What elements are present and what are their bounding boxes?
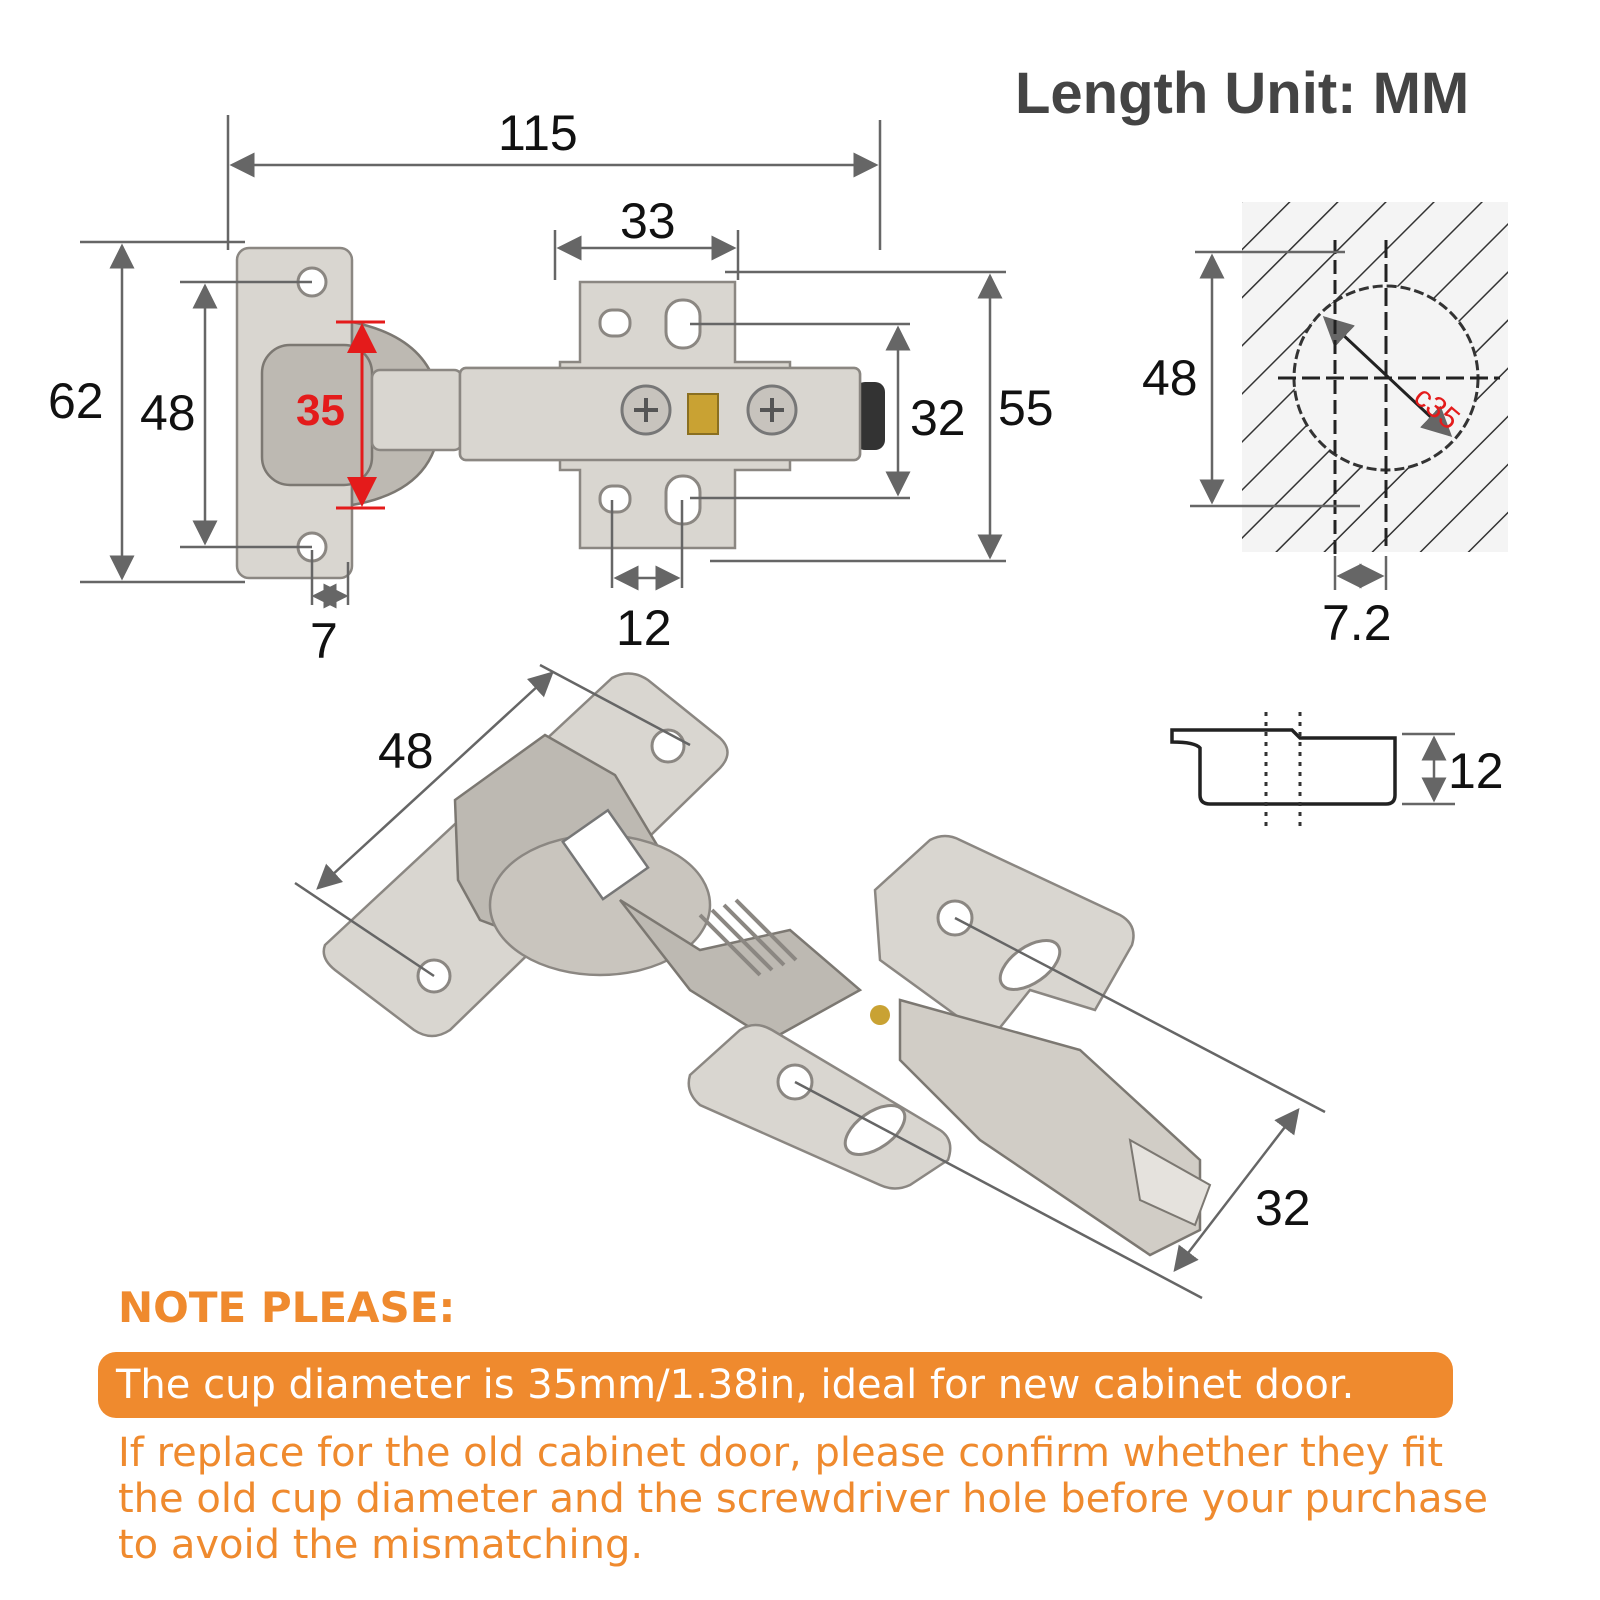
drill-pattern-diagram [1190,202,1508,590]
note-heading: NOTE PLEASE: [118,1283,456,1332]
dim-48-drill: 48 [1142,350,1198,406]
dim-55: 55 [998,380,1054,436]
dim-35-cup: 35 [296,386,345,435]
dim-32-iso: 32 [1255,1180,1311,1236]
cup-diameter-banner: The cup diameter is 35mm/1.38in, ideal f… [98,1352,1453,1418]
dim-48-plate: 48 [140,385,196,441]
isometric-dimension-lines [294,663,1326,1300]
dim-7-2: 7.2 [1322,595,1392,651]
dim-12-holes: 12 [616,600,672,656]
dim-48-iso: 48 [378,723,434,779]
length-unit-title: Length Unit: MM [1015,61,1469,126]
top-view-dimension-lines [80,115,1006,609]
dim-32-mount: 32 [910,390,966,446]
note-body: If replace for the old cabinet door, ple… [118,1430,1488,1568]
dim-7: 7 [310,613,338,669]
dim-33: 33 [620,193,676,249]
cup-cross-section [1170,712,1455,826]
dim-62: 62 [48,373,104,429]
dim-12-depth: 12 [1448,743,1504,799]
dim-115: 115 [498,105,578,161]
